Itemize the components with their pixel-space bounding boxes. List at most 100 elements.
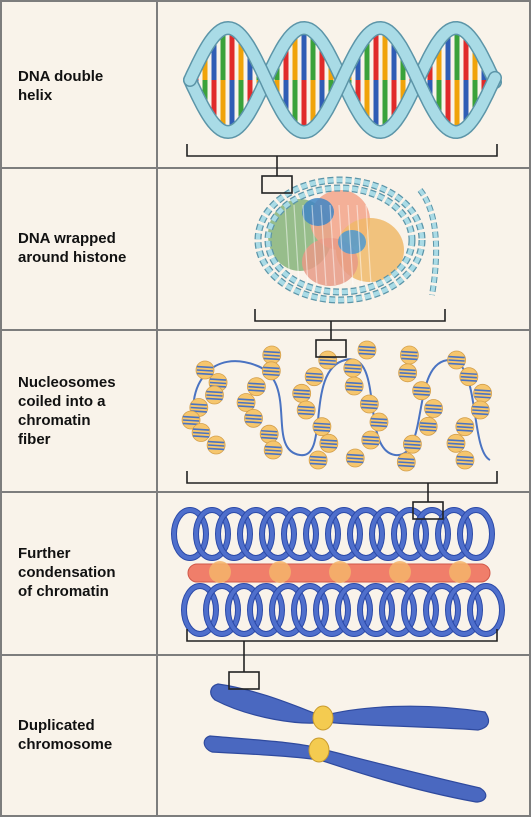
nucleosome-dna-wrap: [320, 445, 338, 449]
histone-texture: [365, 204, 372, 286]
nucleosome-dna-wrap: [425, 411, 442, 414]
nucleosome-dna-wrap: [265, 449, 282, 452]
nucleosome-dna-wrap: [460, 375, 477, 379]
nucleosome-dna-wrap: [309, 462, 327, 466]
nucleosome-dna-wrap: [344, 367, 361, 370]
duplicated-chromosome-illustration: [203, 683, 490, 803]
nucleosome-dna-wrap: [420, 422, 437, 425]
nucleosome-dna-wrap: [401, 350, 418, 354]
nucleosome-zoom-box: [315, 339, 347, 358]
nucleosome-dna-wrap: [425, 404, 442, 407]
nucleosome-dna-wrap: [298, 409, 315, 412]
chromatin-loop: [194, 508, 230, 560]
nucleosome-dna-wrap: [237, 398, 255, 401]
nucleosome-dna-wrap: [456, 462, 474, 466]
chromatin-loop: [216, 508, 252, 560]
nucleosome-dna-wrap: [192, 431, 210, 435]
nucleosome-dna-wrap: [361, 399, 378, 403]
chromatin-loop: [226, 584, 262, 636]
nucleosome-dna-wrap: [192, 435, 210, 438]
wrapped-dna: [265, 185, 415, 295]
nucleosome-dna-wrap: [237, 401, 255, 405]
nucleosome-dna-wrap: [456, 459, 474, 462]
nucleosome-dna-wrap: [474, 392, 491, 396]
nucleosome-dna-wrap: [456, 422, 474, 426]
linker-dna: [192, 358, 491, 461]
nucleosome-dna-wrap: [399, 368, 416, 372]
nucleosome-dna-wrap: [398, 464, 415, 468]
histone-texture: [320, 204, 327, 286]
nucleosome-dna-wrap: [306, 375, 323, 379]
label-duplicated-chromosome: Duplicated chromosome: [18, 717, 113, 753]
nucleosome-dna-wrap: [182, 422, 200, 426]
nucleosome-dna-wrap: [265, 445, 282, 449]
histone-texture: [347, 204, 354, 286]
nucleosome-dna-wrap: [447, 445, 465, 449]
nucleosome-dna-wrap: [346, 385, 363, 388]
nucleosome-dna-wrap: [447, 442, 465, 446]
nucleosome-dna-wrap: [347, 457, 364, 460]
nucleosome-dna-wrap: [209, 381, 227, 385]
chromatin-loop: [248, 584, 284, 636]
loop-anchor: [389, 561, 411, 583]
nucleosome-dna-wrap: [346, 381, 363, 385]
chromatin-loop: [336, 584, 372, 636]
histone-zoom-box: [261, 175, 293, 194]
wrapped-dna: [255, 177, 425, 303]
nucleosome-dna-wrap: [263, 366, 280, 370]
chromatin-loop: [436, 508, 472, 560]
nucleosome-dna-wrap: [399, 372, 416, 375]
nucleosome-dna-wrap: [346, 388, 363, 392]
chromatin-loop: [380, 584, 416, 636]
nucleosome-dna-wrap: [237, 405, 255, 408]
nucleosome-dna-wrap: [358, 349, 376, 352]
nucleosome-dna-wrap: [460, 372, 477, 376]
nucleosome-dna-wrap: [313, 422, 331, 426]
label-dna-wrapped-around-histone: DNA wrapped around histone: [18, 230, 127, 266]
histone-texture: [302, 204, 309, 286]
nucleosome-dna-wrap: [413, 389, 430, 393]
sugar-phosphate-backbone: [184, 22, 501, 138]
histone-protein: [302, 198, 334, 226]
loop-anchor: [329, 561, 351, 583]
nucleosome-dna-wrap: [263, 350, 280, 354]
nucleosome-dna-wrap: [420, 428, 437, 432]
nucleosome-dna-wrap: [447, 439, 465, 442]
nucleosome-dna-wrap: [206, 394, 223, 397]
nucleosome-dna-wrap: [398, 461, 415, 464]
nucleosome-dna-wrap: [362, 442, 379, 446]
chromosome-zoom-box: [228, 671, 260, 690]
nucleosome-dna-wrap: [245, 417, 262, 421]
nucleosome-dna-wrap: [472, 412, 489, 416]
nucleosome-dna-wrap: [263, 370, 280, 373]
nucleosome-dna-wrap: [293, 392, 310, 396]
nucleosome-dna-wrap: [245, 414, 262, 417]
chromatin-loop: [358, 584, 394, 636]
nucleosome-dna-wrap: [472, 409, 489, 412]
sister-chromatid-lower: [203, 735, 487, 803]
nucleosome-dna-wrap: [370, 421, 388, 424]
chromatin-loop: [260, 508, 296, 560]
nucleosome-dna-wrap: [448, 359, 465, 362]
nucleosome-dna-wrap: [306, 379, 323, 382]
chromatin-loop: [282, 508, 318, 560]
fiber-bracket: [186, 471, 498, 484]
nucleosome-dna-wrap: [413, 386, 430, 390]
label-dna-double-helix: DNA double helix: [18, 68, 104, 104]
histone-texture: [329, 204, 336, 286]
zoom-brackets: [186, 144, 498, 690]
nucleosome-dna-wrap: [474, 395, 491, 399]
chromatin-loop: [314, 584, 350, 636]
chromatin-loop: [424, 584, 460, 636]
nucleosome-dna-wrap: [425, 407, 442, 411]
chromatin-loop: [292, 584, 328, 636]
nucleosome-dna-wrap: [206, 397, 223, 401]
nucleosome-dna-wrap: [182, 415, 200, 419]
nucleosome-dna-wrap: [320, 439, 338, 442]
nucleosome-dna-wrap: [207, 447, 225, 451]
sister-chromatid-upper: [210, 683, 490, 731]
histone-texture: [338, 204, 345, 286]
